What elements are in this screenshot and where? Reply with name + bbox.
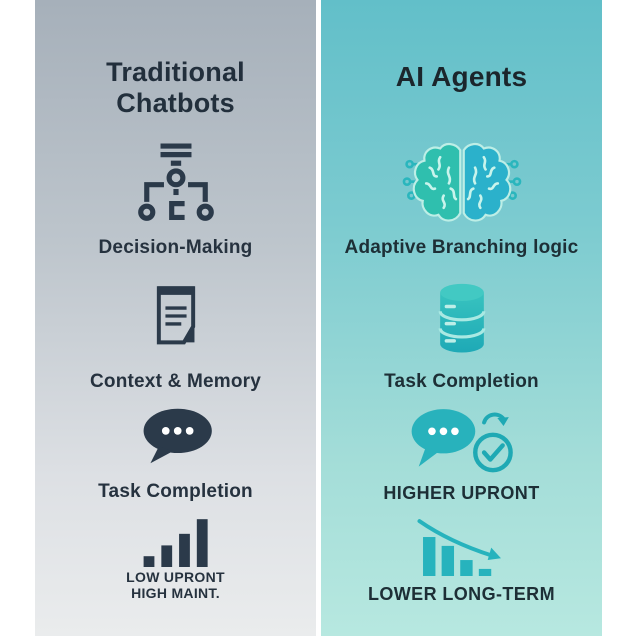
left-column-title: Traditional Chatbots bbox=[35, 57, 316, 119]
database-icon bbox=[321, 279, 602, 359]
traditional-chatbots-panel: Traditional Chatbots Decis bbox=[35, 0, 316, 636]
left-title-line1: Traditional bbox=[106, 57, 245, 87]
rising-bar-chart-icon bbox=[35, 513, 316, 567]
left-item-label-task-completion: Task Completion bbox=[98, 481, 253, 502]
ai-agents-panel: AI Agents bbox=[321, 0, 602, 636]
chat-checkmark-icon bbox=[321, 403, 602, 479]
left-item-label-decision-making: Decision-Making bbox=[98, 237, 253, 258]
declining-bar-chart-icon bbox=[321, 514, 602, 576]
speech-bubble-icon bbox=[35, 407, 316, 465]
document-icon bbox=[35, 283, 316, 349]
caption-line2: HIGH MAINT. bbox=[131, 585, 220, 601]
flowchart-icon bbox=[35, 140, 316, 226]
caption-line1: LOW UPRONT bbox=[126, 569, 225, 585]
left-title-line2: Chatbots bbox=[116, 88, 235, 118]
right-column-title: AI Agents bbox=[395, 61, 528, 92]
right-item-label-task-completion: Task Completion bbox=[384, 371, 539, 392]
circuit-brain-icon bbox=[321, 138, 602, 234]
left-cost-caption: LOW UPRONT HIGH MAINT. bbox=[35, 569, 316, 601]
right-item-label-lower-long-term: LOWER LONG-TERM bbox=[368, 584, 555, 604]
right-item-label-adaptive-branching: Adaptive Branching logic bbox=[344, 237, 579, 258]
right-item-label-higher-upfront: HIGHER UPRONT bbox=[383, 483, 540, 503]
left-item-label-context-memory: Context & Memory bbox=[89, 371, 262, 392]
